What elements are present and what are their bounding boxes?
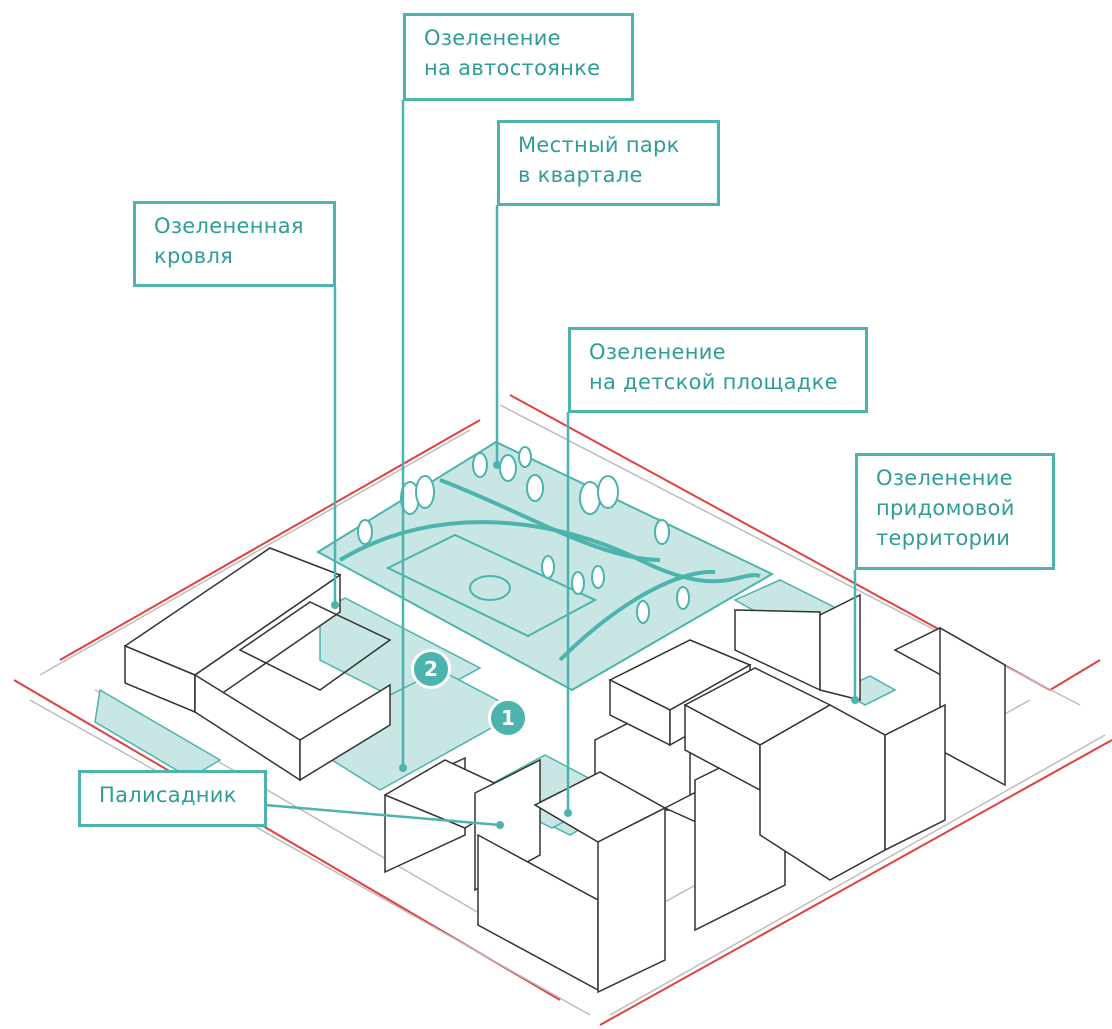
callout-parking-line2: на автостоянке [424, 56, 601, 80]
callout-parking-greening: Озеленение на автостоянке [403, 13, 634, 101]
callout-anchor-dots [331, 461, 859, 829]
callout-yard-line1: Озеленение [876, 466, 1013, 490]
marker-2: 2 [411, 649, 451, 689]
callout-local-park: Местный парк в квартале [497, 120, 720, 206]
callout-leaders [264, 100, 857, 827]
callout-park-line2: в квартале [518, 163, 643, 187]
callout-front-garden: Палисадник [78, 770, 267, 827]
trees [357, 446, 690, 785]
callout-yard-line3: территории [876, 526, 1011, 550]
callout-yard-line2: придомовой [876, 496, 1015, 520]
callout-playground-greening: Озеленение на детской площадке [568, 327, 868, 413]
buildings [123, 547, 1007, 994]
marker-1: 1 [488, 698, 528, 738]
callout-front-garden-line1: Палисадник [99, 783, 237, 807]
callout-roof-line1: Озелененная [154, 214, 304, 238]
callout-green-roof: Озелененная кровля [133, 201, 336, 287]
callout-playground-line1: Озеленение [589, 340, 726, 364]
callout-playground-line2: на детской площадке [589, 370, 838, 394]
callout-park-line1: Местный парк [518, 133, 680, 157]
callout-yard-greening: Озеленение придомовой территории [855, 453, 1055, 570]
callout-parking-line1: Озеленение [424, 26, 561, 50]
callout-roof-line2: кровля [154, 244, 234, 268]
